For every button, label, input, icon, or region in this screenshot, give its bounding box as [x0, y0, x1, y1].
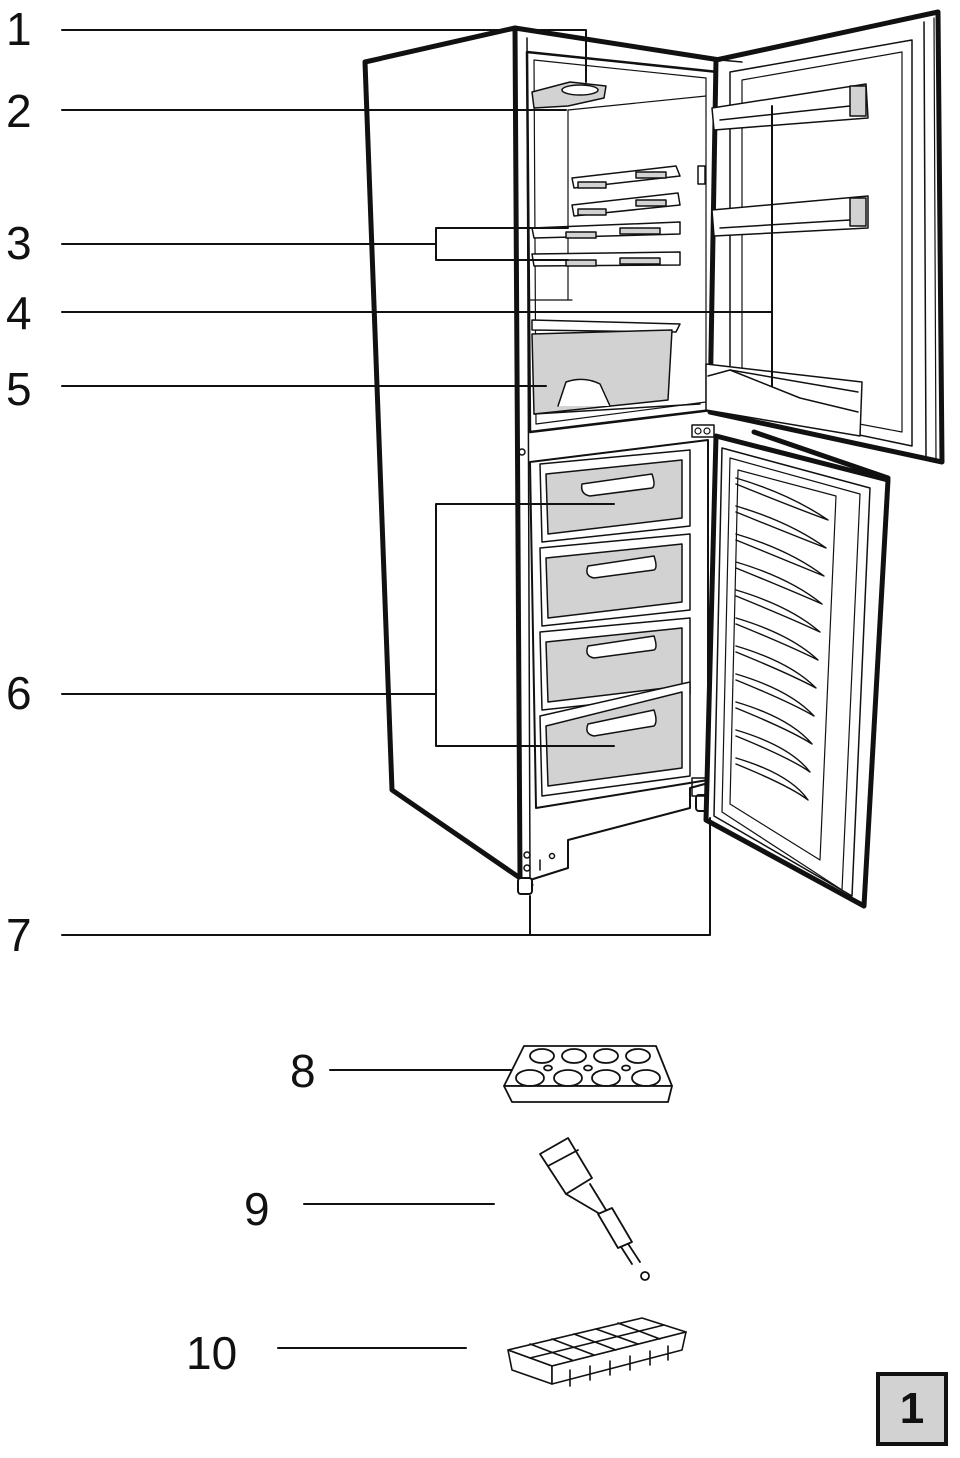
- figure-number: 1: [899, 1384, 925, 1433]
- leader-lines: [61, 29, 773, 1349]
- callout-8: 8: [290, 1045, 316, 1097]
- callout-9: 9: [244, 1183, 270, 1235]
- ice-scoop: [539, 1137, 650, 1281]
- freezer-compartment: [529, 424, 715, 809]
- door-racks: [705, 83, 869, 437]
- fridge-door: [705, 9, 945, 465]
- ice-cube-tray: [507, 1317, 687, 1387]
- freezer-door: [703, 429, 891, 909]
- callout-2: 2: [6, 85, 32, 137]
- egg-tray: [503, 1045, 673, 1103]
- callout-4: 4: [6, 287, 32, 339]
- callout-6: 6: [6, 667, 32, 719]
- figure-number-box: 1: [876, 1372, 948, 1446]
- fridge-compartment: [525, 50, 720, 434]
- callout-7: 7: [6, 909, 32, 961]
- callout-5: 5: [6, 363, 32, 415]
- callout-3: 3: [6, 217, 32, 269]
- glass-shelves: [531, 165, 681, 267]
- callout-1: 1: [6, 3, 32, 55]
- callout-10: 10: [186, 1327, 238, 1379]
- cabinet: [362, 25, 723, 895]
- freezer-drawers: [539, 449, 691, 797]
- crisper-drawer: [531, 329, 701, 415]
- freezer-door-ribs: [735, 477, 829, 801]
